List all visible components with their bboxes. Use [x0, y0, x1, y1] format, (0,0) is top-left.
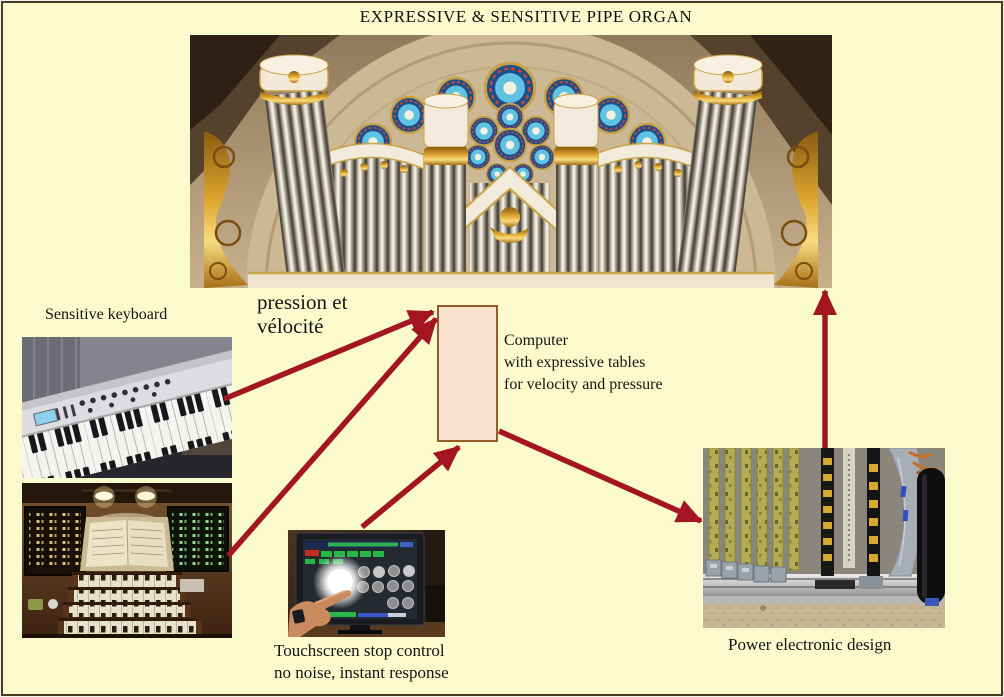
sensitive-keyboard-photo: [22, 337, 232, 478]
power-electronics-label: Power electronic design: [728, 635, 892, 654]
power-electronics-photo: [703, 448, 945, 628]
midi-keyboard: [22, 343, 232, 478]
page-title: EXPRESSIVE & SENSITIVE PIPE ORGAN: [359, 7, 693, 26]
pressure-velocity-label: pression et vélocité: [257, 290, 348, 338]
computer-node-box: [437, 305, 498, 442]
organ-console-photo: [22, 483, 232, 638]
sensitive-keyboard-label: Sensitive keyboard: [45, 306, 168, 323]
green-driver-boards: [705, 448, 800, 583]
touchscreen-label: Touchscreen stop control no noise, insta…: [274, 641, 449, 682]
organ-case: [204, 54, 820, 288]
touchscreen-photo: [288, 530, 445, 637]
pipe-organ-photo: [190, 35, 832, 288]
organ-manuals: [58, 572, 202, 634]
pointing-hand: [288, 590, 352, 637]
black-connector-boards: [815, 448, 883, 589]
black-cylinder: [917, 468, 945, 604]
computer-label: Computer with expressive tables for velo…: [504, 332, 663, 393]
